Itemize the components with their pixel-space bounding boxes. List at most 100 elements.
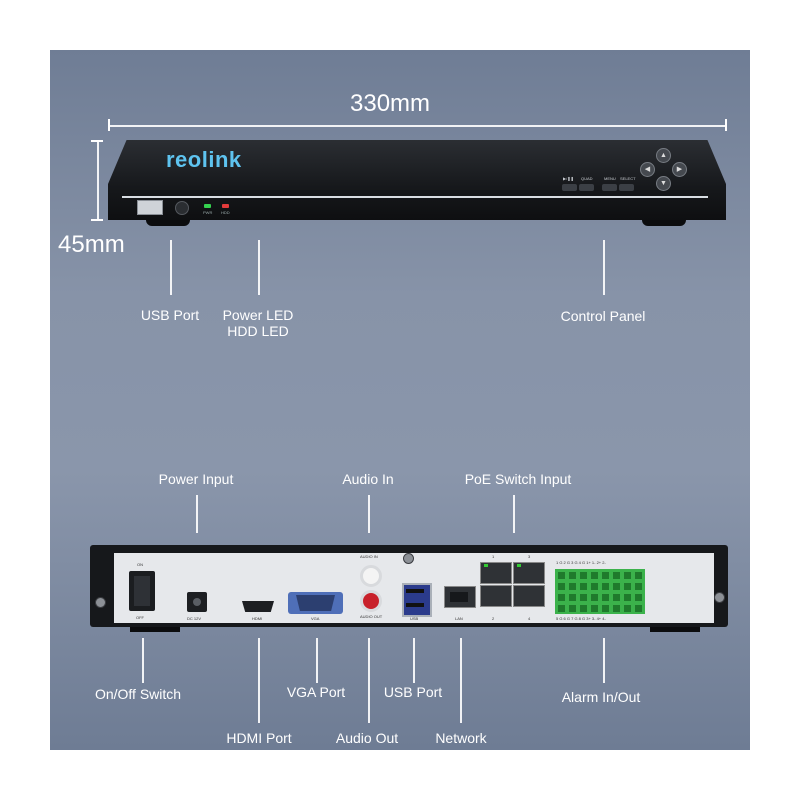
play-pause-button bbox=[562, 184, 577, 191]
rear-usb-slot-top bbox=[406, 589, 424, 593]
rear-usb-slot-bottom bbox=[406, 603, 424, 607]
lan-port-socket bbox=[450, 592, 468, 602]
menu-button-text: MENU bbox=[604, 176, 616, 181]
rear-usb-port bbox=[402, 583, 432, 617]
vga-connector-socket bbox=[296, 595, 335, 611]
alarm-terminal-hole bbox=[558, 583, 565, 590]
alarm-callout-line bbox=[603, 638, 605, 683]
alarm-terminal-hole bbox=[602, 605, 609, 612]
power-input-label: Power Input bbox=[158, 471, 234, 487]
power-input-callout-line bbox=[196, 495, 198, 533]
hdd-led-text: HDD bbox=[221, 210, 230, 215]
power-switch-rocker bbox=[134, 576, 150, 606]
alarm-terminal-hole bbox=[569, 594, 576, 601]
quad-button-text: QUAD bbox=[581, 176, 593, 181]
poe-port-4 bbox=[513, 585, 545, 607]
right-arrow-icon: ▶ bbox=[672, 162, 687, 177]
alarm-terminal-hole bbox=[558, 605, 565, 612]
down-arrow-icon: ▼ bbox=[656, 176, 671, 191]
reolink-logo: reolink bbox=[166, 147, 242, 172]
network-callout-line bbox=[460, 638, 462, 723]
alarm-terminal-hole bbox=[569, 572, 576, 579]
poe-port-1 bbox=[480, 562, 512, 584]
select-button-text: SELECT bbox=[620, 176, 636, 181]
alarm-terminal-hole bbox=[602, 594, 609, 601]
width-dimension-line bbox=[108, 125, 726, 127]
alarm-terminal-hole bbox=[558, 572, 565, 579]
usb-port-callout-line bbox=[170, 240, 172, 295]
poe-led bbox=[484, 564, 488, 567]
vga-text: VGA bbox=[311, 616, 320, 621]
poe-callout-line bbox=[513, 495, 515, 533]
top-screw bbox=[403, 553, 414, 564]
alarm-terminal-hole bbox=[602, 583, 609, 590]
hdmi-connector bbox=[242, 601, 274, 612]
audio-in-label: Audio In bbox=[342, 471, 394, 487]
control-panel-callout-line bbox=[603, 240, 605, 295]
led-callout-line bbox=[258, 240, 260, 295]
poe-port-4-text: 4 bbox=[528, 616, 531, 621]
poe-switch-input-label: PoE Switch Input bbox=[464, 471, 572, 487]
audio-in-text: AUDIO IN bbox=[360, 554, 378, 559]
left-screw bbox=[95, 597, 106, 608]
alarm-terminal-hole bbox=[569, 605, 576, 612]
alarm-top-text: 1 G 2 G 3 G 4 G 1+ 1- 2+ 2- bbox=[556, 560, 606, 565]
audio-out-text: AUDIO OUT bbox=[360, 614, 383, 619]
alarm-terminal-hole bbox=[624, 605, 631, 612]
select-button bbox=[619, 184, 634, 191]
alarm-terminal-hole bbox=[591, 572, 598, 579]
alarm-inout-label: Alarm In/Out bbox=[561, 689, 641, 705]
alarm-terminal-hole bbox=[580, 605, 587, 612]
usb-text: USB bbox=[410, 616, 419, 621]
poe-led bbox=[517, 564, 521, 567]
front-left-foot bbox=[146, 220, 190, 226]
nvr-front-panel bbox=[108, 140, 726, 220]
power-led-label: Power LED bbox=[222, 307, 294, 323]
alarm-terminal-hole bbox=[635, 594, 642, 601]
width-dimension-tick-right bbox=[725, 119, 727, 131]
height-dimension-line bbox=[97, 140, 99, 220]
front-usb-port bbox=[137, 200, 163, 215]
alarm-terminal-hole bbox=[613, 605, 620, 612]
power-led-text: PWR bbox=[203, 210, 213, 215]
front-light-strip bbox=[122, 196, 708, 198]
menu-button bbox=[602, 184, 617, 191]
width-dimension-label: 330mm bbox=[350, 90, 431, 117]
usb-port-label: USB Port bbox=[140, 307, 200, 323]
quad-button bbox=[579, 184, 594, 191]
power-led bbox=[204, 204, 211, 208]
hdd-led bbox=[222, 204, 229, 208]
poe-port-3 bbox=[513, 562, 545, 584]
on-text: ON bbox=[137, 562, 143, 567]
alarm-terminal-hole bbox=[569, 583, 576, 590]
audio-out-jack bbox=[360, 590, 382, 612]
audio-in-jack bbox=[360, 565, 382, 587]
control-panel-label: Control Panel bbox=[560, 308, 646, 324]
front-right-foot bbox=[642, 220, 686, 226]
up-arrow-icon: ▲ bbox=[656, 148, 671, 163]
product-image: 330mm 45mm reolink PWR HDD ▶/❚❚ QUAD MEN… bbox=[50, 50, 750, 750]
audio-out-label: Audio Out bbox=[335, 730, 399, 746]
back-left-foot bbox=[130, 627, 180, 632]
alarm-terminal-hole bbox=[580, 572, 587, 579]
alarm-terminal-hole bbox=[591, 605, 598, 612]
alarm-bottom-text: 5 G 6 G 7 G 8 G 3+ 3- 4+ 4- bbox=[556, 616, 606, 621]
hdmi-text: HDMI bbox=[252, 616, 263, 621]
alarm-terminal-hole bbox=[624, 594, 631, 601]
poe-port-2 bbox=[480, 585, 512, 607]
back-right-foot bbox=[650, 627, 700, 632]
alarm-terminal-hole bbox=[580, 583, 587, 590]
hdmi-port-label: HDMI Port bbox=[226, 730, 292, 746]
audio-in-callout-line bbox=[368, 495, 370, 533]
alarm-terminal-hole bbox=[591, 583, 598, 590]
alarm-terminal-hole bbox=[558, 594, 565, 601]
alarm-terminal-hole bbox=[613, 594, 620, 601]
height-dimension-label: 45mm bbox=[58, 231, 125, 258]
alarm-terminal-hole bbox=[613, 572, 620, 579]
right-screw bbox=[714, 592, 725, 603]
usb-callout-line bbox=[413, 638, 415, 683]
lan-text: LAN bbox=[455, 616, 463, 621]
dc-power-jack-pin bbox=[193, 598, 201, 606]
network-label: Network bbox=[435, 730, 487, 746]
alarm-terminal-hole bbox=[613, 583, 620, 590]
